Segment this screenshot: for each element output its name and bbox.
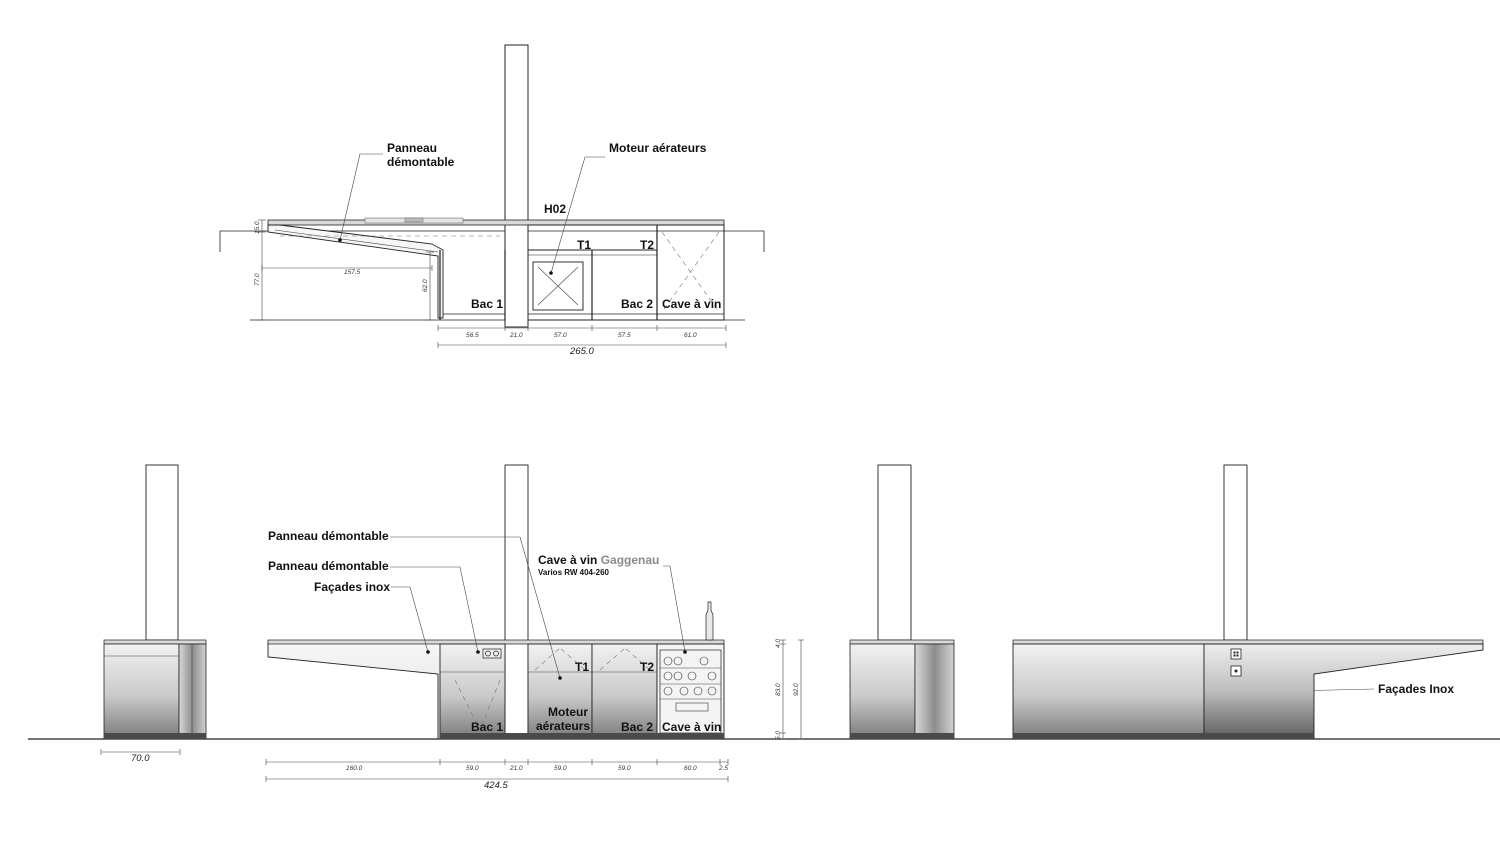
- dim-59a: 59.0: [466, 765, 479, 772]
- section-vertical-dims: [258, 219, 434, 321]
- dim-56: 56.5: [466, 332, 479, 339]
- dim-77: 77.0: [254, 273, 261, 286]
- elevation-horizontal-dims: [265, 759, 729, 782]
- label-elev-bac1: Bac 1: [471, 720, 503, 734]
- dim-side-width: 70.0: [131, 753, 150, 764]
- label-moteur-line1: Moteur: [548, 705, 588, 719]
- label-cave-model: Varios RW 404-260: [538, 568, 610, 577]
- dim-v5: 5.0: [775, 731, 782, 740]
- label-t2: T2: [640, 238, 654, 252]
- dim-21: 21.0: [509, 332, 523, 339]
- dim-59c: 59.0: [618, 765, 631, 772]
- label-panneau-line2: démontable: [387, 155, 455, 169]
- label-elev-t2: T2: [640, 660, 654, 674]
- dim-57b: 57.5: [618, 332, 631, 339]
- elevation-leaders: [390, 536, 1375, 693]
- label-facades: Façades inox: [314, 580, 390, 594]
- section-cantilever: [267, 224, 444, 319]
- dim-157: 157.5: [344, 269, 361, 276]
- label-moteur-line2: aérateurs: [536, 719, 590, 733]
- section-leaders: [338, 153, 605, 275]
- label-t1: T1: [577, 238, 591, 252]
- front-elevation-main: [267, 464, 725, 740]
- section-cabinets: [280, 224, 725, 321]
- dim-v83: 83.0: [775, 683, 782, 696]
- side-elevation-right: [849, 464, 955, 740]
- wine-bottles: [663, 656, 717, 712]
- label-panneau-2: Panneau démontable: [268, 559, 389, 573]
- label-elev-bac2: Bac 2: [621, 720, 653, 734]
- dim-62: 62.0: [422, 279, 429, 292]
- label-elev-t1: T1: [575, 660, 589, 674]
- label-facades-inox: Façades Inox: [1378, 682, 1454, 696]
- dim-61: 61.0: [684, 332, 697, 339]
- dim-59b: 59.0: [554, 765, 567, 772]
- dim-15: 15.0: [254, 221, 261, 234]
- section-view: 15.0 77.0 62.0 157.5 56.5 21.0 57.0 57.5…: [219, 44, 765, 357]
- label-bac1: Bac 1: [471, 297, 503, 311]
- dim-60: 60.0: [684, 765, 697, 772]
- label-panneau-1: Panneau démontable: [268, 529, 389, 543]
- label-elev-cave: Cave à vin: [662, 720, 721, 734]
- dim-25: 2.5: [718, 765, 728, 772]
- dim-v92: 92.0: [793, 683, 800, 696]
- label-bac2: Bac 2: [621, 297, 653, 311]
- label-cave-gaggenau: Cave à vin Gaggenau: [538, 553, 659, 567]
- label-panneau-line1: Panneau: [387, 141, 437, 155]
- section-column: [504, 44, 529, 328]
- dim-57a: 57.0: [554, 332, 567, 339]
- label-moteur: Moteur aérateurs: [609, 141, 707, 155]
- elevation-views: 70.0: [28, 464, 1500, 791]
- back-elevation: [1012, 464, 1484, 740]
- wine-bottle-top: [705, 601, 714, 641]
- dim-21b: 21.0: [509, 765, 523, 772]
- dim-160: 160.0: [346, 765, 363, 772]
- section-horizontal-dims: [437, 325, 727, 348]
- elevation-vertical-dims: [780, 639, 804, 740]
- label-h02: H02: [544, 202, 566, 216]
- label-cave: Cave à vin: [662, 297, 721, 311]
- side-elevation-left: [100, 464, 207, 755]
- section-worktop: [267, 217, 725, 226]
- dim-424: 424.5: [484, 780, 508, 791]
- dim-265: 265.0: [569, 346, 594, 357]
- dim-v4: 4.0: [775, 639, 782, 648]
